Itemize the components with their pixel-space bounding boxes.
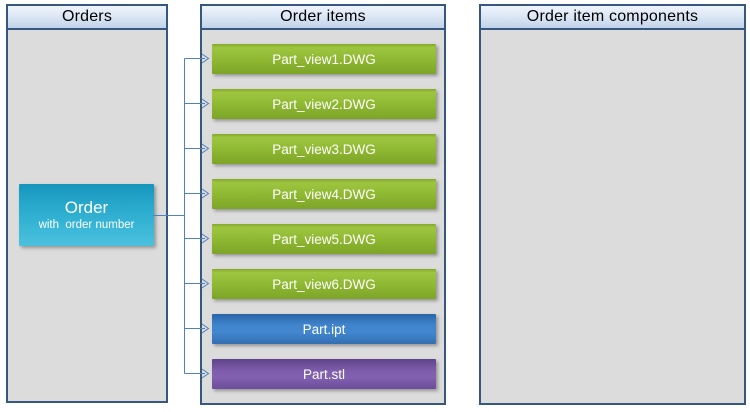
order-item-part-view2: Part_view2.DWG <box>212 89 436 119</box>
order-items-panel-header: Order items <box>202 6 444 30</box>
order-item-label: Part_view3.DWG <box>272 141 376 157</box>
order-item-part-view4: Part_view4.DWG <box>212 179 436 209</box>
order-item-part-view5: Part_view5.DWG <box>212 224 436 254</box>
order-item-label: Part.stl <box>302 366 345 382</box>
order-item-part-view3: Part_view3.DWG <box>212 134 436 164</box>
order-item-label: Part_view4.DWG <box>272 186 376 202</box>
orders-panel-header: Orders <box>8 6 166 30</box>
order-item-label: Part.ipt <box>302 321 346 337</box>
order-item-components-panel: Order item components <box>479 4 746 405</box>
order-node-title: Order <box>64 198 109 217</box>
orders-panel: Orders Order with order number <box>6 4 168 403</box>
order-node-subtitle: with order number <box>38 219 135 231</box>
order-item-components-panel-header: Order item components <box>481 6 744 30</box>
order-item-part-ipt: Part.ipt <box>212 314 436 344</box>
order-items-panel: Order items Part_view1.DWG Part_view2.DW… <box>200 4 446 405</box>
order-node: Order with order number <box>19 184 154 246</box>
order-item-label: Part_view5.DWG <box>272 231 376 247</box>
order-item-part-view1: Part_view1.DWG <box>212 44 436 74</box>
order-item-part-stl: Part.stl <box>212 359 436 389</box>
order-item-label: Part_view1.DWG <box>272 51 376 67</box>
order-item-label: Part_view6.DWG <box>272 276 376 292</box>
order-item-part-view6: Part_view6.DWG <box>212 269 436 299</box>
order-item-label: Part_view2.DWG <box>272 96 376 112</box>
